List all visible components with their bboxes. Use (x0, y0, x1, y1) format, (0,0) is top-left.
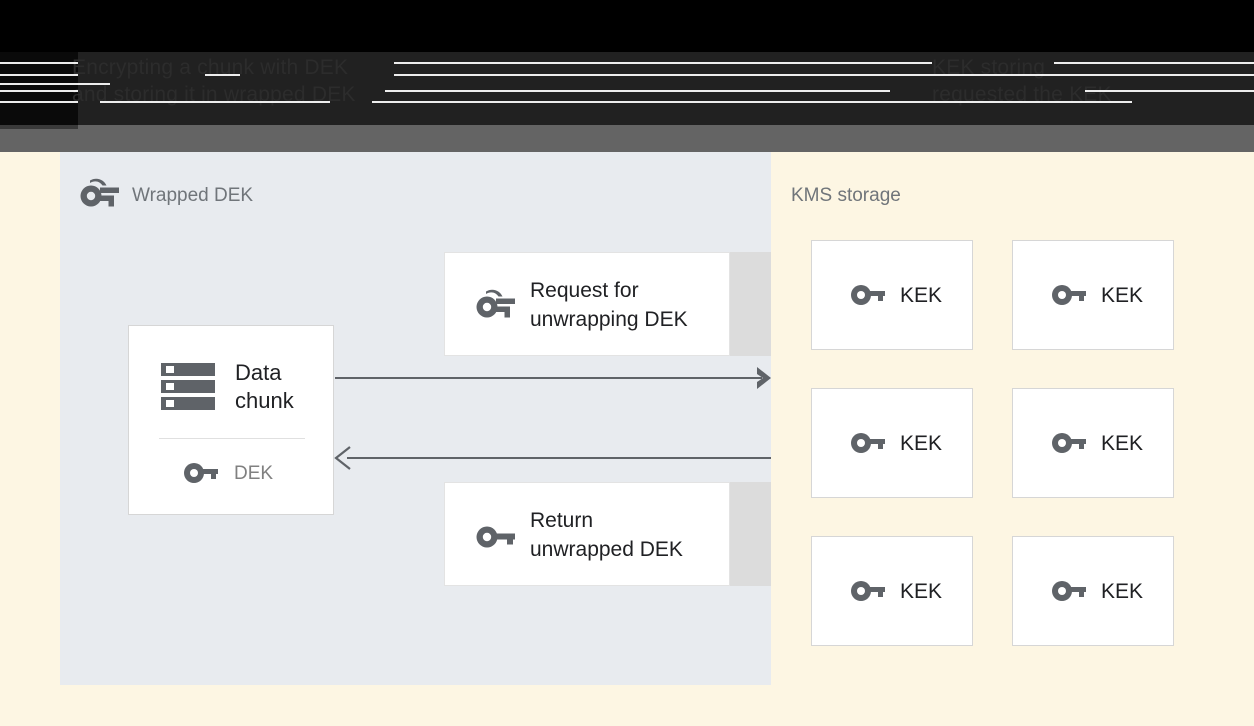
key-icon (1051, 578, 1087, 604)
kek-card-content: KEK (850, 578, 942, 604)
key-icon (850, 578, 886, 604)
banner-artifact-line (385, 90, 890, 92)
header-banner-inner (78, 52, 1254, 125)
kek-card-content: KEK (850, 282, 942, 308)
request-unwrap-card[interactable]: Request for unwrapping DEK (444, 252, 730, 356)
banner-artifact-line (1085, 90, 1254, 92)
request-card-content: Request for unwrapping DEK (474, 276, 688, 334)
return-card-content: Return unwrapped DEK (474, 506, 683, 564)
dek-row: DEK (183, 460, 273, 486)
key-icon (850, 430, 886, 456)
request-card-label: Request for unwrapping DEK (530, 279, 688, 331)
header-gray-stub (0, 125, 78, 129)
kek-label: KEK (1101, 431, 1144, 455)
data-chunk-card[interactable]: Data chunk DEK (128, 325, 334, 515)
kek-label: KEK (900, 283, 943, 307)
header-gray-band (0, 125, 1254, 152)
kek-card[interactable]: KEK (811, 388, 973, 498)
banner-artifact-line (0, 90, 78, 92)
key-icon (850, 282, 886, 308)
kek-label: KEK (1101, 283, 1144, 307)
banner-artifact-line (372, 101, 1132, 103)
header-subtitle-left: and storing it in wrapped DEK (72, 83, 356, 106)
key-icon (1051, 430, 1087, 456)
kek-card-content: KEK (1051, 430, 1143, 456)
banner-artifact-line (0, 83, 110, 85)
banner-artifact-line (0, 101, 78, 103)
kek-card[interactable]: KEK (1012, 388, 1174, 498)
kek-card-content: KEK (1051, 282, 1143, 308)
data-chunk-label: Data chunk (235, 360, 294, 413)
kms-storage-panel-title: KMS storage (791, 185, 901, 206)
banner-artifact-line (0, 74, 78, 76)
return-card-label: Return unwrapped DEK (530, 509, 683, 561)
key-icon (1051, 282, 1087, 308)
dek-label: DEK (234, 462, 274, 484)
key-icon (474, 519, 516, 551)
wrapped-dek-panel-title: Wrapped DEK (132, 185, 254, 206)
kek-label: KEK (900, 431, 943, 455)
header-black-band (0, 0, 1254, 52)
banner-artifact-line (394, 74, 1254, 76)
card-divider (159, 438, 305, 439)
header-subtitle-right: requested the KEK (932, 83, 1112, 106)
data-chunk-row: Data chunk (159, 359, 294, 415)
key-icon (183, 460, 219, 486)
banner-artifact-line (394, 62, 932, 64)
response-arrow-head-icon (334, 446, 352, 470)
banner-artifact-line (100, 101, 330, 103)
header-title-left: Encrypting a chunk with DEK (72, 56, 349, 79)
banner-artifact-line (0, 62, 78, 64)
wrapped-key-icon (78, 178, 120, 210)
kek-label: KEK (900, 579, 943, 603)
header-title-right: KEK storing (932, 56, 1046, 79)
request-arrow-head-icon (755, 366, 773, 390)
banner-artifact-line (1054, 62, 1254, 64)
data-chunk-icon (159, 361, 217, 413)
response-arrow-line (347, 457, 771, 459)
kek-card-content: KEK (850, 430, 942, 456)
kek-card[interactable]: KEK (811, 240, 973, 350)
kek-card[interactable]: KEK (811, 536, 973, 646)
request-arrow-line (335, 377, 762, 379)
kek-card[interactable]: KEK (1012, 536, 1174, 646)
header-obscured-banner (0, 52, 1254, 125)
kek-card[interactable]: KEK (1012, 240, 1174, 350)
banner-artifact-line (205, 74, 240, 76)
wrapped-key-icon (474, 289, 516, 321)
return-unwrapped-card[interactable]: Return unwrapped DEK (444, 482, 730, 586)
kek-card-content: KEK (1051, 578, 1143, 604)
kek-label: KEK (1101, 579, 1144, 603)
